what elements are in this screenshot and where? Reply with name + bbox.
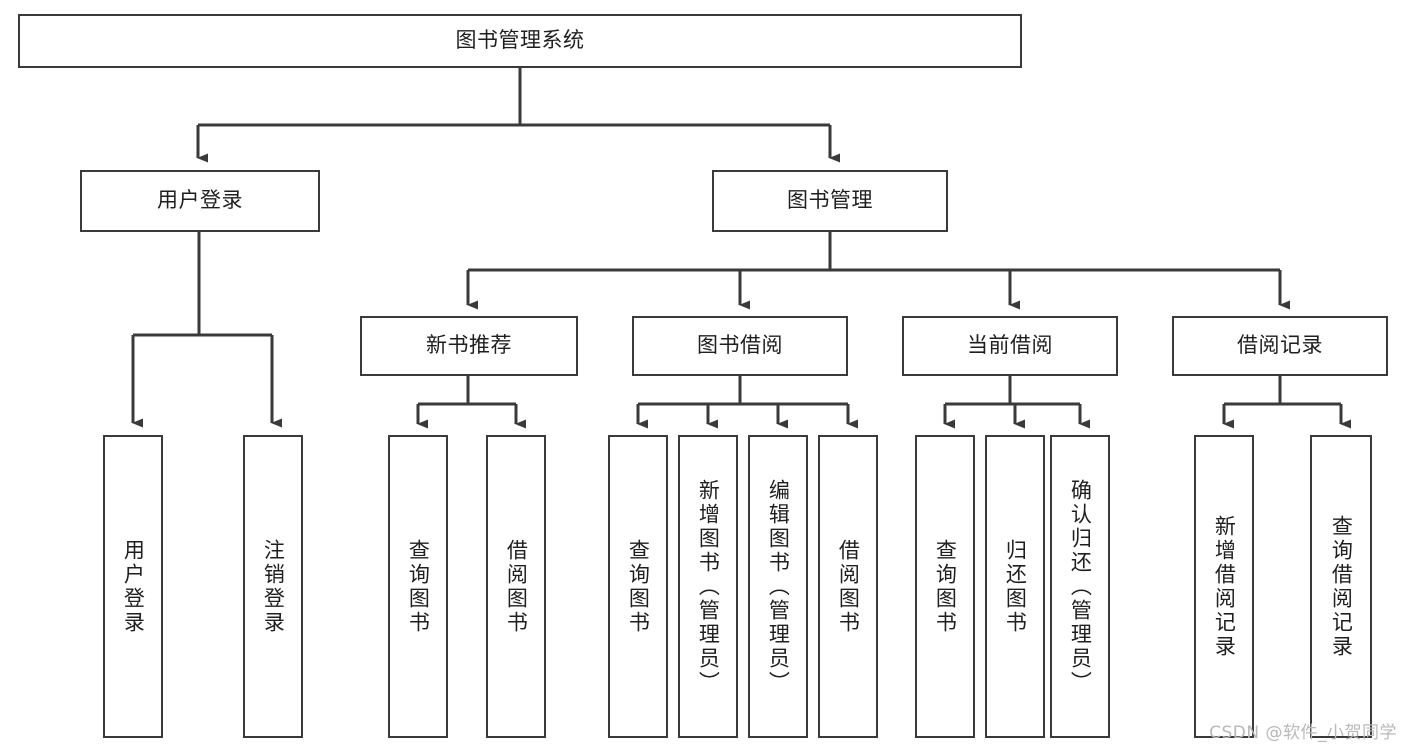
leaf-user-login[interactable]: 用户登录 [103, 435, 163, 738]
leaf-borrowrecord-query[interactable]: 查询借阅记录 [1310, 435, 1372, 738]
leaf-borrowrecord-query-label: 查询借阅记录 [1329, 514, 1354, 659]
leaf-currentborrow-confirm-return[interactable]: 确认归还（管理员） [1050, 435, 1110, 738]
node-borrow-record-label: 借阅记录 [1237, 333, 1323, 358]
leaf-currentborrow-query-book-label: 查询图书 [933, 538, 958, 635]
node-current-borrow-label: 当前借阅 [967, 333, 1053, 358]
node-new-book-recommend[interactable]: 新书推荐 [360, 316, 578, 376]
node-borrow-record[interactable]: 借阅记录 [1172, 316, 1388, 376]
leaf-currentborrow-query-book[interactable]: 查询图书 [915, 435, 975, 738]
leaf-bookborrow-edit-book[interactable]: 编辑图书（管理员） [748, 435, 808, 738]
node-user-login[interactable]: 用户登录 [80, 170, 320, 232]
node-book-borrow[interactable]: 图书借阅 [632, 316, 848, 376]
node-current-borrow[interactable]: 当前借阅 [902, 316, 1118, 376]
leaf-currentborrow-return-book-label: 归还图书 [1003, 538, 1028, 635]
leaf-bookborrow-borrow-book[interactable]: 借阅图书 [818, 435, 878, 738]
leaf-recommend-query-book[interactable]: 查询图书 [388, 435, 448, 738]
node-root[interactable]: 图书管理系统 [18, 14, 1022, 68]
leaf-bookborrow-query-book[interactable]: 查询图书 [608, 435, 668, 738]
leaf-recommend-borrow-book[interactable]: 借阅图书 [486, 435, 546, 738]
node-book-manage[interactable]: 图书管理 [712, 170, 948, 232]
node-root-label: 图书管理系统 [455, 28, 585, 53]
leaf-borrowrecord-add-label: 新增借阅记录 [1212, 514, 1237, 659]
leaf-logout[interactable]: 注销登录 [243, 435, 303, 738]
leaf-bookborrow-add-book[interactable]: 新增图书（管理员） [678, 435, 738, 738]
leaf-bookborrow-edit-book-label: 编辑图书（管理员） [766, 478, 791, 695]
leaf-bookborrow-query-book-label: 查询图书 [626, 538, 651, 635]
node-user-login-label: 用户登录 [157, 188, 243, 213]
leaf-currentborrow-confirm-return-label: 确认归还（管理员） [1068, 478, 1093, 695]
leaf-currentborrow-return-book[interactable]: 归还图书 [985, 435, 1045, 738]
leaf-borrowrecord-add[interactable]: 新增借阅记录 [1194, 435, 1254, 738]
leaf-bookborrow-add-book-label: 新增图书（管理员） [696, 478, 721, 695]
leaf-recommend-borrow-book-label: 借阅图书 [504, 538, 529, 635]
leaf-recommend-query-book-label: 查询图书 [406, 538, 431, 635]
node-new-book-recommend-label: 新书推荐 [426, 333, 512, 358]
node-book-borrow-label: 图书借阅 [697, 333, 783, 358]
leaf-logout-label: 注销登录 [261, 538, 286, 635]
leaf-bookborrow-borrow-book-label: 借阅图书 [836, 538, 861, 635]
leaf-user-login-label: 用户登录 [121, 538, 146, 635]
node-book-manage-label: 图书管理 [787, 188, 873, 213]
